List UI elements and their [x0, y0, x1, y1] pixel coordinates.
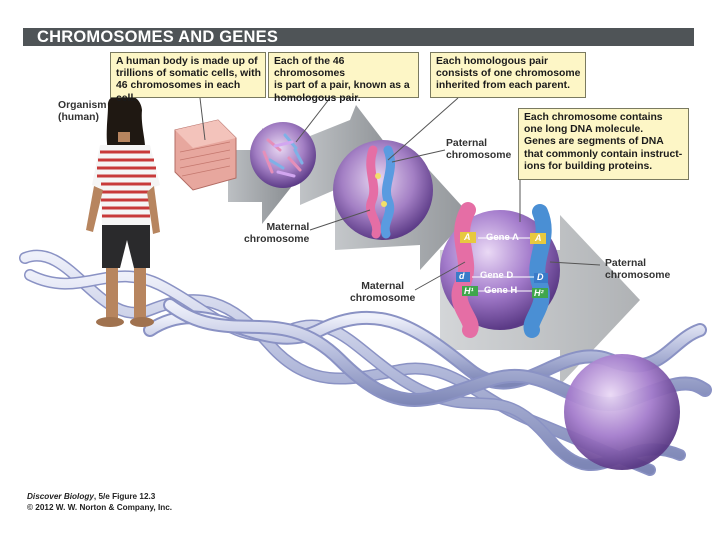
page-title: CHROMOSOMES AND GENES [37, 28, 279, 46]
label-gene-d: Gene D [480, 270, 514, 281]
allele-d-maternal: d [459, 271, 465, 281]
header-bar: CHROMOSOMES AND GENES [23, 28, 694, 46]
human-figure [86, 93, 160, 327]
label-paternal-chromosome-1: Paternal chromosome [446, 138, 512, 161]
allele-h1-maternal: H¹ [464, 286, 474, 296]
credit-copyright: © 2012 W. W. Norton & Company, Inc. [27, 503, 173, 512]
label-maternal-chromosome-2: Maternal chromosome [350, 281, 416, 304]
allele-a-maternal: A [464, 232, 471, 242]
label-maternal-chromosome-1: Maternal chromosome [244, 222, 310, 245]
connector-lines [199, 97, 601, 291]
credit-book: Discover Biology [27, 492, 94, 501]
credit-figure: , 5/e Figure 12.3 [93, 492, 156, 501]
callout-inherited: Each homologous pair consists of one chr… [430, 52, 586, 98]
label-paternal-chromosome-2: Paternal chromosome [605, 258, 671, 281]
callout-homologous-pair: Each of the 46 chromosomes is part of a … [268, 52, 419, 104]
gene-detail-circle [440, 202, 560, 338]
allele-h2-paternal: H² [534, 288, 544, 298]
label-gene-a: Gene A [486, 232, 519, 243]
bottom-cell-sphere [564, 354, 680, 470]
allele-a-paternal: A [535, 233, 542, 243]
allele-d-paternal: D [537, 272, 544, 282]
tissue-block [174, 119, 237, 191]
homologous-pair-circle [333, 140, 433, 240]
figure-credit: Discover Biology, 5/e Figure 12.3 © 2012… [27, 491, 172, 513]
callout-somatic-cells: A human body is made up of trillions of … [110, 52, 266, 104]
label-gene-h: Gene H [484, 285, 518, 296]
label-organism: Organism (human) [58, 100, 107, 123]
callout-dna-genes: Each chromosome contains one long DNA mo… [518, 108, 689, 180]
cell-nucleus [250, 122, 316, 188]
